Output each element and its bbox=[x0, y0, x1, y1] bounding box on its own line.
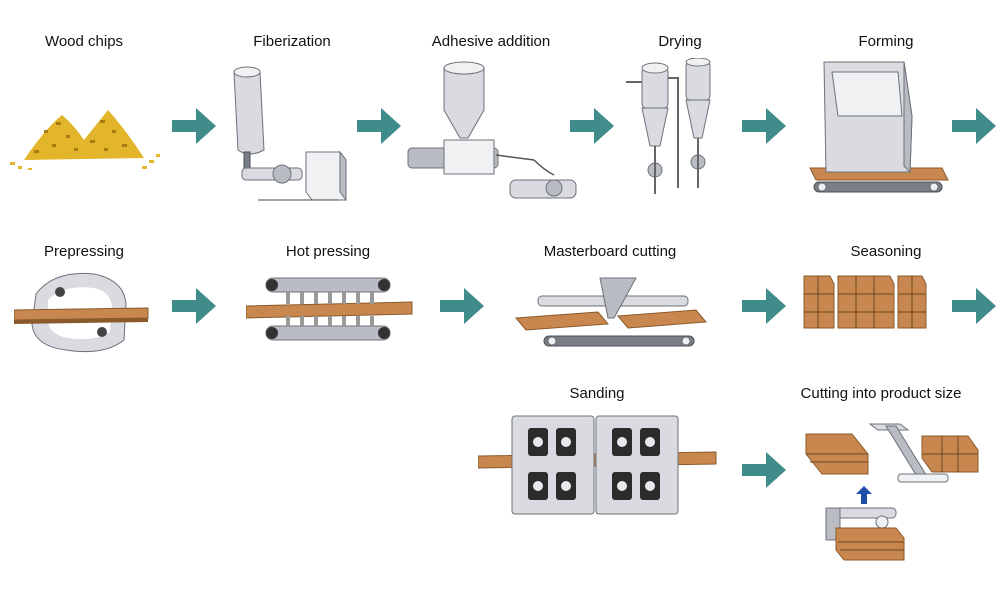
right-arrow-icon bbox=[172, 288, 216, 324]
right-arrow-icon bbox=[742, 108, 786, 144]
label-hot-pressing: Hot pressing bbox=[285, 243, 371, 260]
label-adhesive-addition: Adhesive addition bbox=[431, 33, 551, 50]
adhesive-addition-machine-illustration bbox=[407, 61, 577, 199]
label-wood-chips: Wood chips bbox=[44, 33, 124, 50]
masterboard-cutting-machine-illustration bbox=[514, 277, 708, 347]
label-drying: Drying bbox=[658, 33, 702, 50]
sanding-machine-illustration bbox=[478, 415, 717, 515]
label-cutting-into-product-size: Cutting into product size bbox=[800, 385, 962, 402]
cutting-into-product-size-illustration bbox=[805, 423, 979, 561]
hot-pressing-machine-illustration bbox=[246, 277, 413, 341]
right-arrow-icon bbox=[952, 108, 996, 144]
prepressing-machine-illustration bbox=[14, 272, 149, 353]
seasoning-stacks-illustration bbox=[803, 275, 927, 329]
right-arrow-icon bbox=[357, 108, 401, 144]
right-arrow-icon bbox=[742, 452, 786, 488]
drying-cyclone-illustration bbox=[626, 58, 711, 194]
fiberization-machine-illustration bbox=[233, 66, 347, 202]
wood-chips-illustration bbox=[10, 110, 160, 170]
right-arrow-icon bbox=[172, 108, 216, 144]
right-arrow-icon bbox=[570, 108, 614, 144]
label-fiberization: Fiberization bbox=[253, 33, 331, 50]
right-arrow-icon bbox=[440, 288, 484, 324]
label-forming: Forming bbox=[858, 33, 914, 50]
label-sanding: Sanding bbox=[569, 385, 625, 402]
right-arrow-icon bbox=[742, 288, 786, 324]
label-prepressing: Prepressing bbox=[43, 243, 125, 260]
forming-machine-illustration bbox=[809, 61, 949, 193]
right-arrow-icon bbox=[952, 288, 996, 324]
label-seasoning: Seasoning bbox=[850, 243, 922, 260]
label-masterboard-cutting: Masterboard cutting bbox=[543, 243, 677, 260]
